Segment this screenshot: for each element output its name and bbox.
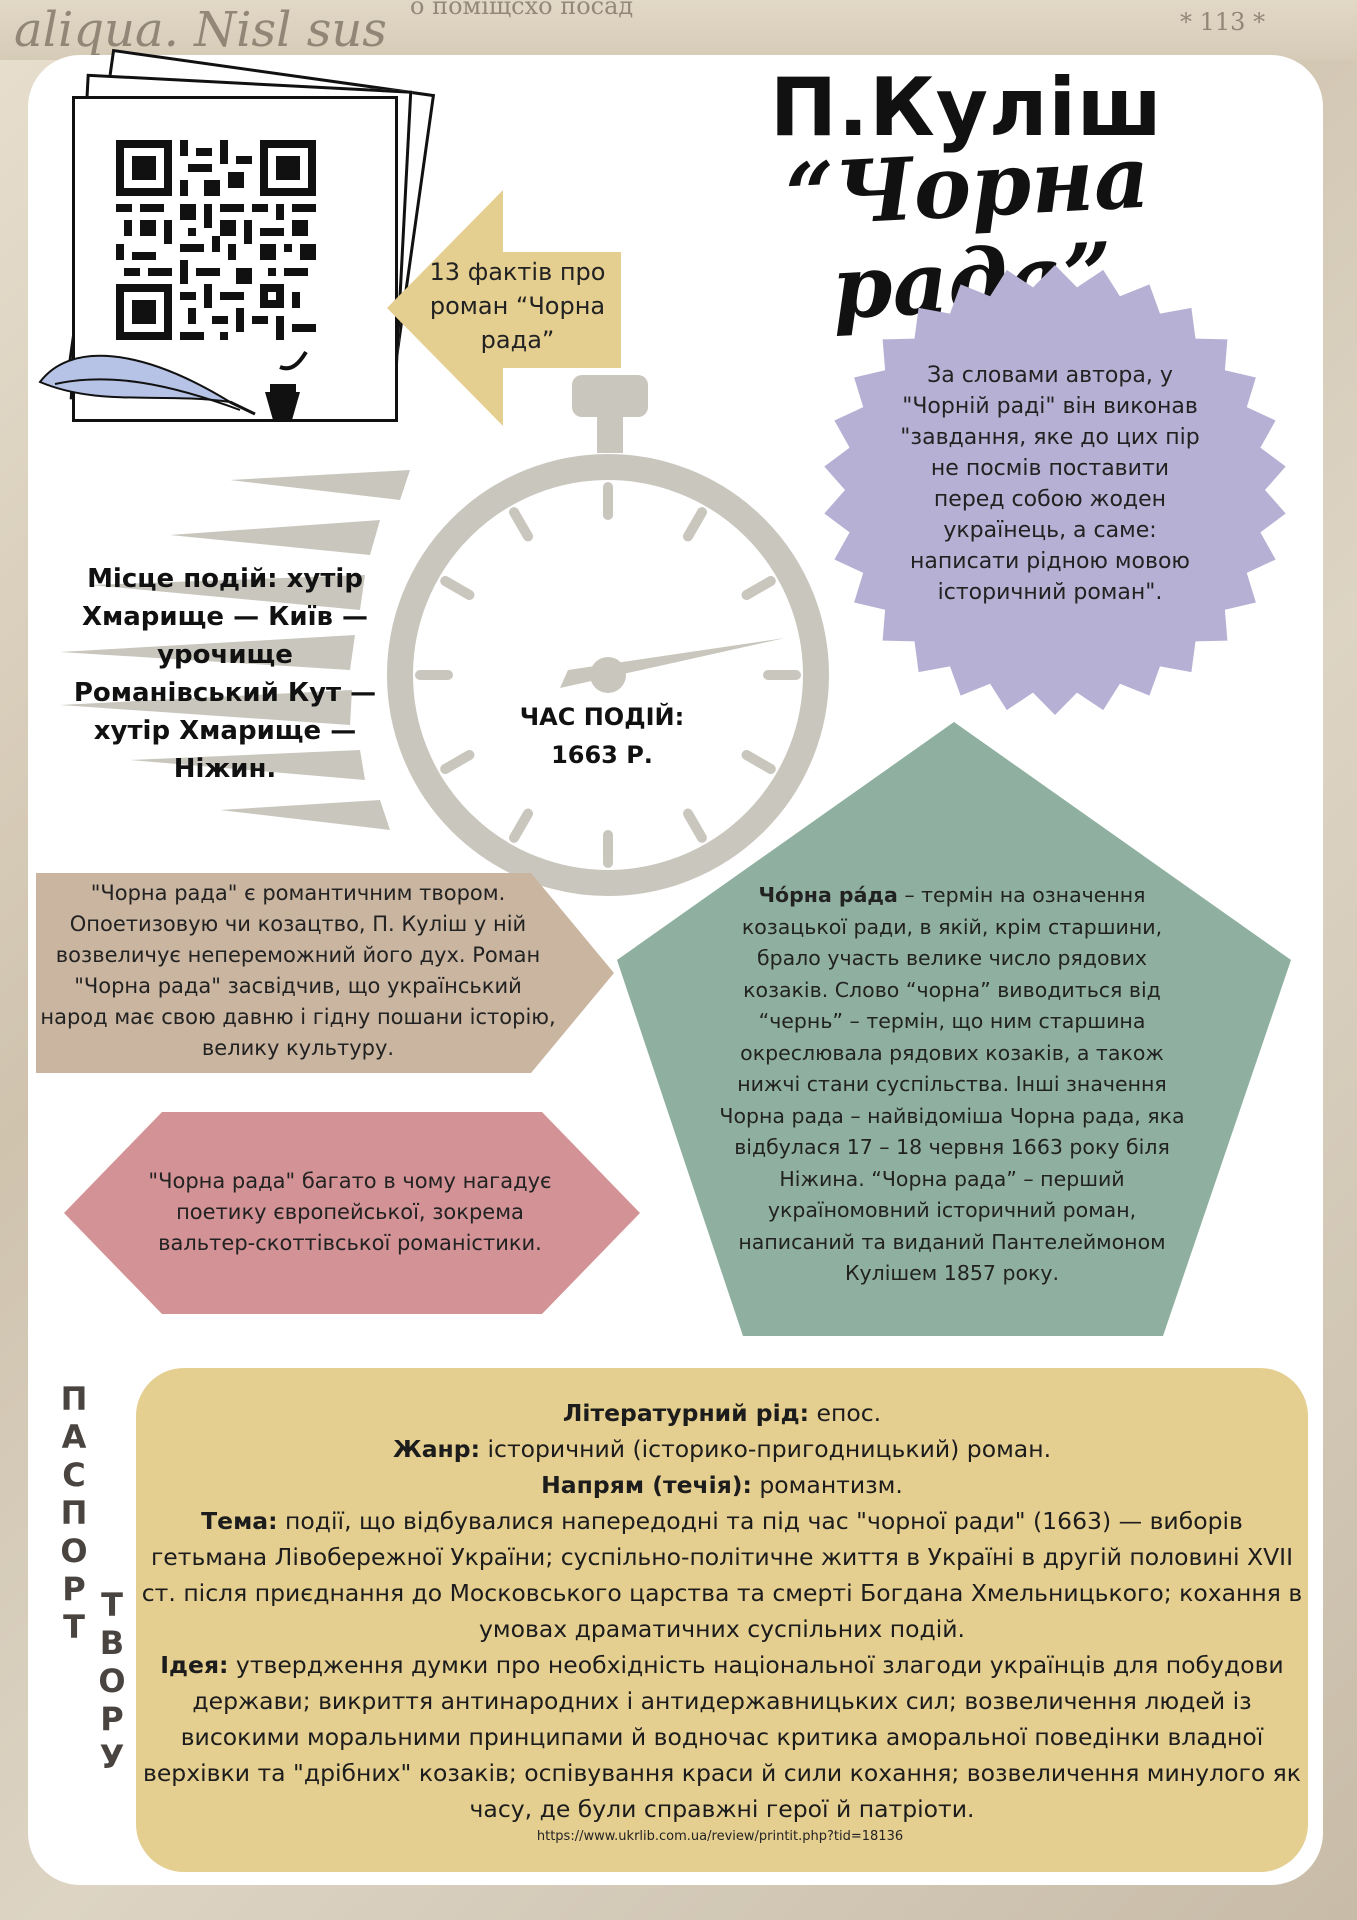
work-vertical-label: ТВОРУ xyxy=(98,1586,126,1776)
facts-arrow-text[interactable]: 13 фактів про роман “Чорна рада” xyxy=(429,258,606,354)
passport-box xyxy=(136,1368,1308,1872)
pink-hexagon-shape xyxy=(64,1112,640,1314)
background-strip xyxy=(0,0,1357,60)
black-rada-term: Чо́рна ра́да xyxy=(758,883,898,907)
tema-label: Тема: xyxy=(201,1507,278,1535)
background-text-right: * 113 * xyxy=(1180,8,1266,36)
stopwatch-tick xyxy=(509,808,533,843)
rid-value: епос. xyxy=(809,1399,882,1427)
passport-row-ideia: Ідея: утвердження думки про необхідність… xyxy=(140,1647,1304,1827)
european-poetics-text: "Чорна рада" багато в чому нагадує поети… xyxy=(148,1169,552,1255)
author-title: П.Куліш xyxy=(770,61,1163,154)
time-of-events-title: ЧАС ПОДІЙ: xyxy=(519,703,685,731)
arrow-left-shape xyxy=(387,190,621,426)
stopwatch-tick xyxy=(683,507,707,542)
stopwatch-tick xyxy=(509,507,533,542)
passport-vertical-label: ПАСПОРТ xyxy=(60,1380,88,1646)
stopwatch-tick xyxy=(741,576,776,600)
napriam-label: Напрям (течія): xyxy=(541,1471,752,1499)
passport-row-napriam: Напрям (течія): романтизм. xyxy=(140,1467,1304,1503)
tan-arrow-box-shape xyxy=(36,873,614,1073)
passport-row-rid: Літературний рід: епос. xyxy=(140,1395,1304,1431)
napriam-value: романтизм. xyxy=(751,1471,903,1499)
stopwatch-tick xyxy=(440,576,475,600)
qr-code-block xyxy=(38,48,436,422)
background-text-left: aliqua. Nisl sus xyxy=(14,2,387,58)
zhanr-label: Жанр: xyxy=(392,1435,481,1463)
black-rada-definition: Чо́рна ра́да – термін на означення козац… xyxy=(712,880,1192,1290)
green-pentagon-shape xyxy=(617,722,1291,1336)
black-rada-definition-body: – термін на означення козацької ради, в … xyxy=(719,883,1185,1285)
stopwatch-tick xyxy=(741,750,776,774)
place-of-events-text: Місце подій: хутір Хмарище — Київ — уроч… xyxy=(73,564,377,784)
background-text-mid: о поміщсхо посад xyxy=(410,0,634,20)
passport-text: Літературний рід: епос. Жанр: історичний… xyxy=(140,1395,1304,1827)
source-link[interactable]: https://www.ukrlib.com.ua/review/printit… xyxy=(536,1829,904,1844)
rid-label: Літературний рід: xyxy=(562,1399,810,1427)
stopwatch-icon xyxy=(60,375,829,896)
time-of-events-year: 1663 Р. xyxy=(551,741,653,769)
starburst-shape xyxy=(824,265,1286,715)
ideia-label: Ідея: xyxy=(160,1651,229,1679)
romanticism-text: "Чорна рада" є романтичним твором. Опоет… xyxy=(40,881,556,1060)
stopwatch-tick xyxy=(440,750,475,774)
stopwatch-tick xyxy=(683,808,707,843)
time-of-events-label: ЧАС ПОДІЙ: 1663 Р. xyxy=(502,698,702,774)
qr-code-icon[interactable] xyxy=(116,140,316,340)
zhanr-value: історичний (історико-пригодницький) рома… xyxy=(480,1435,1052,1463)
ideia-value: утвердження думки про необхідність націо… xyxy=(143,1651,1301,1823)
tema-value: події, що відбувалися напередодні та під… xyxy=(141,1507,1303,1643)
passport-row-zhanr: Жанр: історичний (історико-пригодницький… xyxy=(140,1431,1304,1467)
passport-row-tema: Тема: події, що відбувалися напередодні … xyxy=(140,1503,1304,1647)
quill-and-inkwell-icon xyxy=(38,350,308,420)
author-quote-text: За словами автора, у "Чорній раді" він в… xyxy=(900,363,1200,605)
